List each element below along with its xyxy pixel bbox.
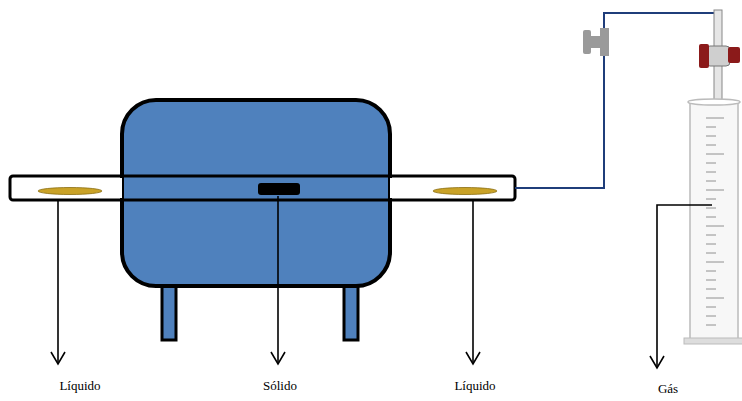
callout-label: Sólido (263, 378, 297, 394)
graduation-tick (706, 316, 716, 317)
callout-label: Gás (658, 381, 678, 397)
leader-line (657, 205, 712, 366)
graduation-tick (706, 217, 716, 218)
callout-label: Líquido (59, 378, 100, 394)
arrowhead (271, 352, 285, 364)
graduation-tick (706, 280, 716, 281)
graduated-cylinder (690, 102, 738, 340)
leader-line (57, 200, 59, 362)
graduation-tick (706, 235, 716, 236)
graduation-tick (706, 136, 716, 137)
graduation-tick (706, 181, 716, 182)
graduation-tick (706, 271, 716, 272)
graduation-tick (706, 226, 724, 227)
graduation-tick (706, 154, 724, 155)
stopcock-handle (699, 44, 709, 68)
graduation-tick (706, 253, 716, 254)
graduation-tick (706, 325, 716, 326)
graduation-tick (706, 298, 724, 299)
valve (590, 36, 604, 48)
leader-line (472, 200, 474, 362)
graduation-tick (706, 262, 724, 263)
arrowhead (466, 352, 480, 364)
furnace-body (122, 100, 390, 286)
stopcock-body (706, 46, 730, 66)
graduation-tick (706, 307, 716, 308)
stopcock-handle (728, 47, 740, 63)
graduation-marks (706, 118, 724, 325)
graduation-tick (706, 244, 716, 245)
graduation-tick (706, 190, 724, 191)
graduation-tick (706, 145, 716, 146)
graduation-tick (706, 289, 716, 290)
leader-line (277, 196, 279, 362)
graduation-tick (706, 172, 716, 173)
tube-inside (12, 178, 122, 198)
arrowhead (650, 356, 664, 368)
cylinder-rim (688, 99, 740, 105)
tube-inside (390, 178, 513, 198)
graduation-tick (706, 199, 716, 200)
solid-sample (258, 183, 300, 195)
arrowhead (51, 352, 65, 364)
gas-line (515, 13, 718, 188)
graduation-tick (706, 208, 716, 209)
callout-label: Líquido (454, 378, 495, 394)
liquid-pool (38, 188, 102, 195)
graduation-tick (706, 163, 716, 164)
cylinder-base (684, 338, 742, 344)
graduation-tick (706, 127, 716, 128)
valve (583, 30, 591, 54)
graduation-tick (706, 118, 724, 119)
liquid-pool (433, 188, 497, 195)
reactor-tube (10, 176, 515, 200)
